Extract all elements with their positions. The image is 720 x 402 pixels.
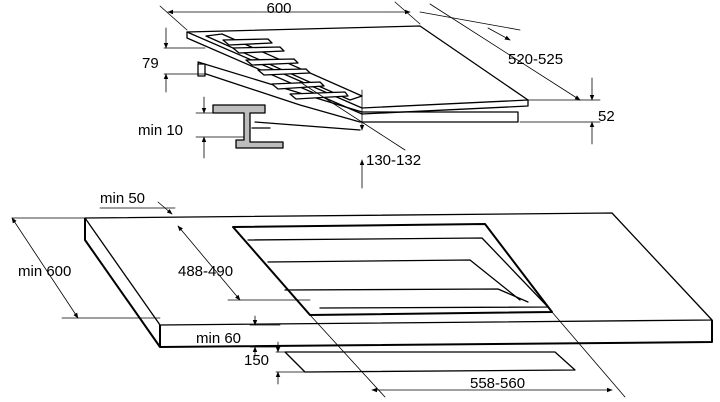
cabinet-panel — [284, 351, 576, 373]
worktop-front-edge — [159, 320, 713, 348]
label-min-50: min 50 — [100, 190, 145, 207]
label-min-10: min 10 — [138, 122, 183, 139]
label-150: 150 — [244, 352, 269, 369]
hob-top-plate — [186, 25, 529, 109]
hob-drawing — [186, 25, 529, 149]
label-79: 79 — [142, 55, 159, 72]
label-52: 52 — [598, 108, 615, 125]
label-600: 600 — [266, 0, 291, 17]
label-min-60: min 60 — [196, 330, 241, 347]
cutout-inner-edge — [247, 237, 549, 309]
label-488-490: 488-490 — [178, 263, 233, 280]
dim-line-min-600 — [11, 217, 79, 319]
hob-bottom-line — [254, 121, 361, 131]
label-130-132: 130-132 — [366, 152, 421, 169]
label-520-525: 520-525 — [508, 51, 563, 68]
control-knobs — [222, 38, 349, 100]
fixing-bracket-section — [212, 104, 284, 149]
label-min-600: min 600 — [18, 263, 71, 280]
hob-body — [197, 61, 519, 123]
worktop-left-edge — [84, 218, 161, 348]
bottom-dimensions: min 50 min 600 488-490 min 60 150 558-56… — [11, 190, 626, 398]
label-558-560: 558-560 — [470, 375, 525, 392]
worktop-drawing — [84, 212, 713, 373]
dim-line-488-490 — [177, 225, 241, 301]
fixing-screw — [197, 63, 206, 77]
top-dimensions: 600 520-525 52 79 min 10 130-132 — [138, 0, 615, 189]
